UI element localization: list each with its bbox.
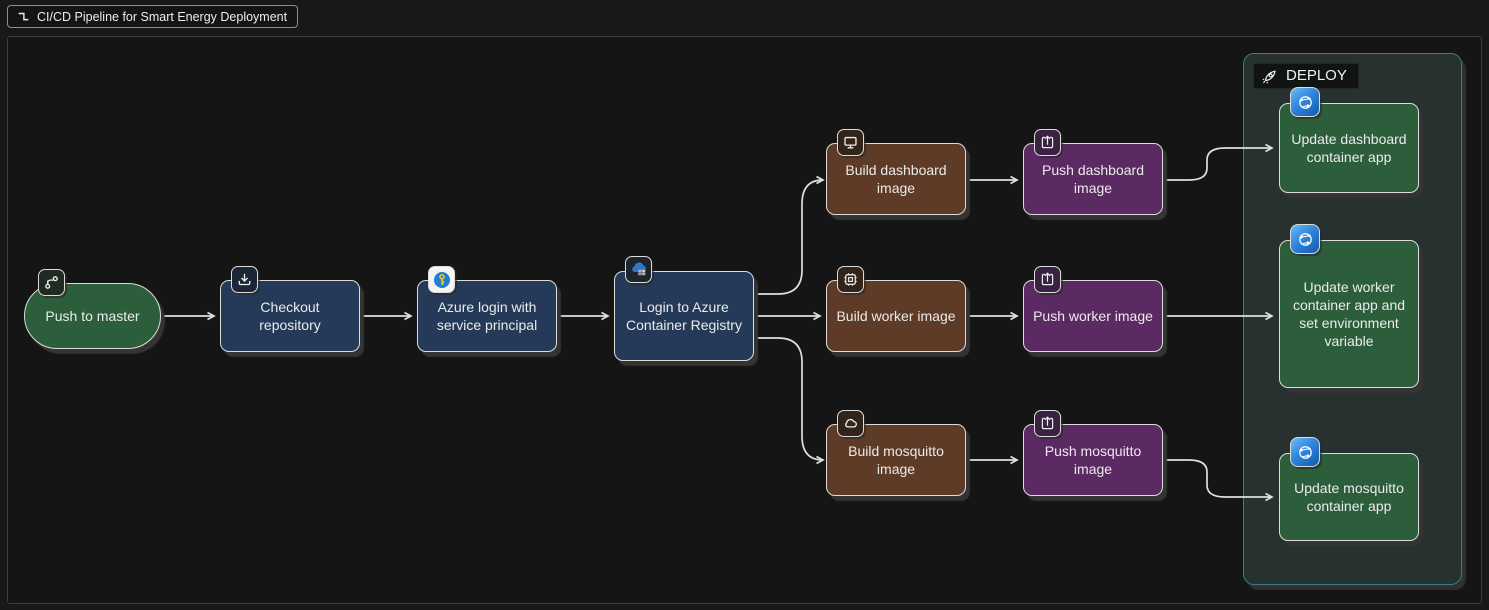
- node-push-worker[interactable]: Push worker image: [1023, 266, 1163, 352]
- node-label: Checkout repository: [259, 298, 321, 333]
- azure-key-icon: [428, 266, 455, 293]
- node-build-dashboard[interactable]: Build dashboard image: [826, 129, 966, 215]
- flow-elbow-icon: [18, 12, 29, 20]
- node-label: Push dashboard image: [1042, 161, 1144, 196]
- node-azure-login[interactable]: Azure login with service principal: [417, 266, 557, 352]
- node-label: Login to Azure Container Registry: [626, 298, 742, 333]
- node-label: Update worker container app and set envi…: [1292, 278, 1406, 350]
- download-icon: [231, 266, 258, 293]
- container-apps-icon: [1290, 87, 1320, 117]
- upload-icon: [1034, 129, 1061, 156]
- git-branch-icon: [38, 269, 65, 296]
- monitor-icon: [837, 129, 864, 156]
- container-apps-icon: [1290, 437, 1320, 467]
- node-label: Azure login with service principal: [436, 298, 538, 333]
- node-label: Push to master: [45, 307, 140, 324]
- diagram-title: CI/CD Pipeline for Smart Energy Deployme…: [7, 5, 299, 28]
- node-checkout-repository[interactable]: Checkout repository: [220, 266, 360, 352]
- node-label: Build mosquitto image: [848, 442, 944, 477]
- rocket-icon: [1262, 69, 1276, 83]
- subgraph-deploy-label: DEPLOY: [1253, 63, 1359, 89]
- upload-icon: [1034, 266, 1061, 293]
- diagram-canvas: DEPLOY: [7, 36, 1482, 604]
- cpu-icon: [837, 266, 864, 293]
- node-push-dashboard[interactable]: Push dashboard image: [1023, 129, 1163, 215]
- edge-acr-to-build-dashboard: [754, 175, 825, 295]
- node-acr-login[interactable]: Login to Azure Container Registry: [614, 256, 754, 361]
- node-label: Push worker image: [1033, 307, 1153, 324]
- node-label: Build worker image: [836, 307, 956, 324]
- node-push-mosquitto[interactable]: Push mosquitto image: [1023, 410, 1163, 496]
- node-label: Update mosquitto container app: [1294, 479, 1404, 514]
- node-label: Build dashboard image: [845, 161, 947, 196]
- cloud-icon: [837, 410, 864, 437]
- node-label: Update dashboard container app: [1291, 130, 1407, 165]
- node-build-worker[interactable]: Build worker image: [826, 266, 966, 352]
- node-update-mosquitto[interactable]: Update mosquitto container app: [1279, 437, 1419, 541]
- node-label: Push mosquitto image: [1044, 442, 1142, 477]
- node-push-to-master[interactable]: Push to master: [24, 269, 161, 349]
- node-update-worker[interactable]: Update worker container app and set envi…: [1279, 224, 1419, 388]
- node-update-dashboard[interactable]: Update dashboard container app: [1279, 87, 1419, 193]
- container-apps-icon: [1290, 224, 1320, 254]
- azure-container-registry-icon: [625, 256, 652, 283]
- diagram-title-text: CI/CD Pipeline for Smart Energy Deployme…: [37, 9, 288, 24]
- edge-acr-to-build-mosquitto: [754, 337, 825, 465]
- node-build-mosquitto[interactable]: Build mosquitto image: [826, 410, 966, 496]
- subgraph-deploy-label-text: DEPLOY: [1286, 67, 1347, 84]
- upload-icon: [1034, 410, 1061, 437]
